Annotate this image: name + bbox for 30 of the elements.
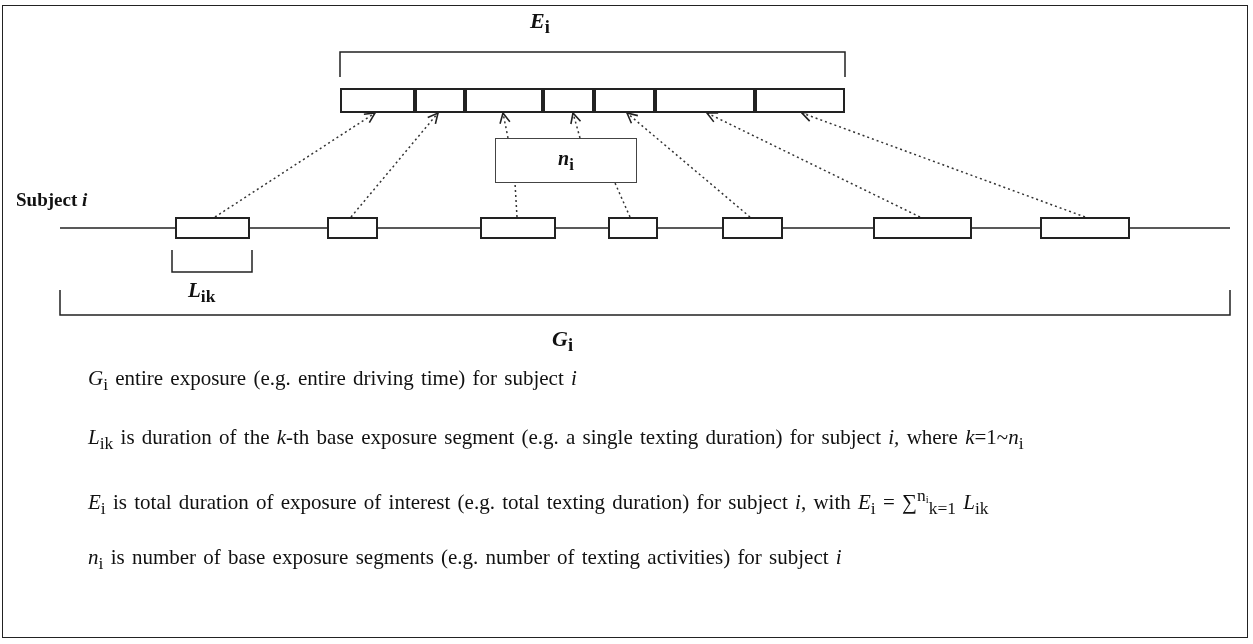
segment-box — [594, 88, 655, 113]
dotted-arrow — [570, 112, 582, 139]
segment-box — [480, 217, 556, 239]
dimension-label: L$_{ik}$ — [188, 278, 216, 308]
dotted-arrow — [626, 112, 751, 218]
segment-box — [465, 88, 543, 113]
segment-box — [415, 88, 465, 113]
segment-box — [722, 217, 783, 239]
axis-label: Subject i — [16, 189, 88, 211]
definition-text: G$_{i}$ entire exposure (e.g. entire driving time) for subject i — [88, 366, 577, 396]
segment-box — [175, 217, 250, 239]
node-label: n$_{i}$ — [558, 146, 574, 175]
count-box — [495, 138, 637, 183]
segment-box — [543, 88, 594, 113]
segment-box — [1040, 217, 1130, 239]
segment-box — [655, 88, 755, 113]
dimension-label: E$_{i}$ — [530, 8, 550, 39]
definition-text: L$_{ik}$ is duration of the k-th base exposure segment (e.g. a single texting duration) for subject i, where k=1~n$_{i}$ — [88, 425, 1024, 455]
definition-text: n$_{i}$ is number of base exposure segments (e.g. number of texting activities) for subject i — [88, 545, 842, 575]
segment-box — [873, 217, 972, 239]
segment-box — [608, 217, 658, 239]
dotted-arrow — [350, 112, 439, 218]
segment-box — [340, 88, 415, 113]
segment-box — [755, 88, 845, 113]
segment-box — [327, 217, 378, 239]
dotted-arrow — [499, 112, 511, 139]
definition-text: E$_{i}$ is total duration of exposure of interest (e.g. total texting duration) for subject i, with E$_{i}$ = ∑$^{nᵢ}$$_{k=1}$ L$_{ik}$ — [88, 485, 989, 520]
dotted-arrow — [214, 112, 376, 218]
dotted-arrow — [706, 112, 921, 218]
dimension-label: G$_{i}$ — [552, 326, 573, 357]
